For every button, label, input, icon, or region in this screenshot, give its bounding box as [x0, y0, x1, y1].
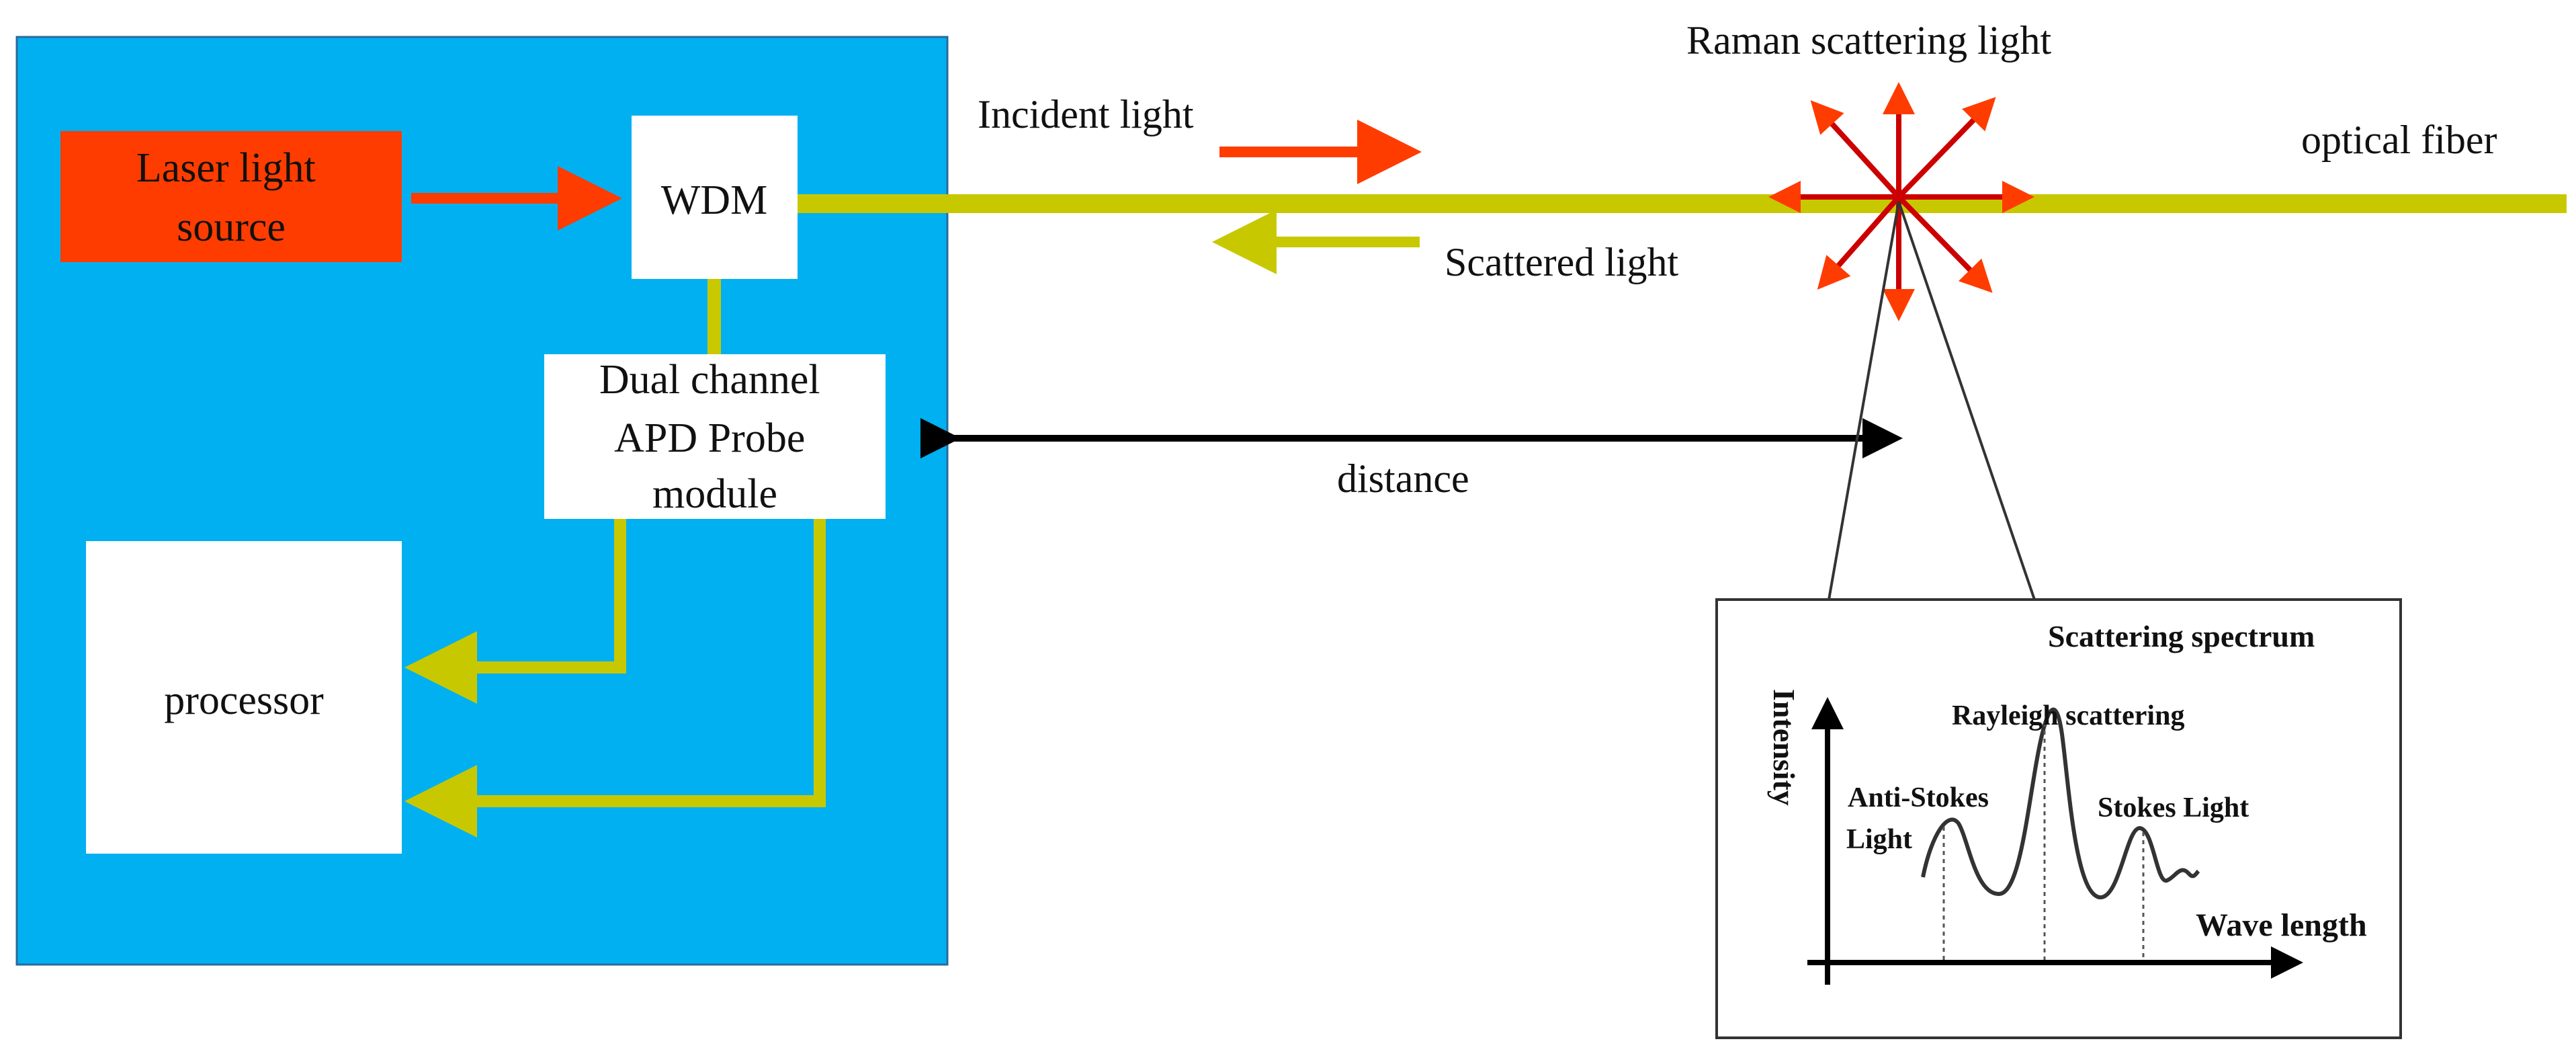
wdm-block — [632, 116, 798, 279]
raman-scatter-burst — [1768, 82, 2034, 321]
raman-scattering-label: Raman scattering light — [1686, 18, 2052, 63]
anti-stokes-label-line1: Anti-Stokes — [1848, 782, 1989, 813]
apd-label-line1: Dual channel — [599, 357, 820, 403]
wdm-label: WDM — [661, 177, 767, 223]
laser-source-block — [60, 131, 402, 262]
apd-label-line2: APD Probe — [614, 415, 805, 461]
processor-label: processor — [164, 678, 324, 723]
scattered-light-label: Scattered light — [1445, 240, 1679, 284]
rayleigh-label: Rayleigh scattering — [1952, 700, 2184, 731]
spectrum-y-label: Intensity — [1767, 689, 1801, 806]
apd-probe-block — [544, 354, 886, 519]
apd-label-line3: module — [652, 471, 777, 517]
laser-label-line1: Laser light — [136, 145, 316, 191]
spectrum-curve — [1921, 707, 2200, 899]
spectrum-x-label: Wave length — [2196, 907, 2367, 943]
apd-signal-line-2 — [404, 519, 826, 838]
stokes-label: Stokes Light — [2098, 792, 2249, 823]
svg-text:Anti-Stokes Light: Anti-Stokes Light — [1846, 782, 1996, 855]
optical-fiber-label: optical fiber — [2301, 118, 2497, 162]
zoom-line-left — [1828, 201, 1900, 600]
incident-light-label: Incident light — [978, 92, 1194, 136]
anti-stokes-label-line2: Light — [1846, 824, 1912, 855]
apd-signal-line-1 — [404, 519, 626, 704]
peak-guides — [1942, 723, 2145, 960]
svg-text:Dual channel APD Probe: Dual channel APD Probe module — [599, 357, 830, 517]
processor-block — [86, 541, 402, 854]
svg-text:Laser light source: Laser light source — [136, 145, 326, 250]
spectrum-inset-box — [1715, 598, 2402, 1039]
spectrum-title: Scattering spectrum — [2048, 619, 2315, 653]
laser-label-line2: source — [177, 204, 286, 250]
zoom-line-right — [1897, 201, 2036, 600]
distance-label: distance — [1337, 456, 1469, 501]
